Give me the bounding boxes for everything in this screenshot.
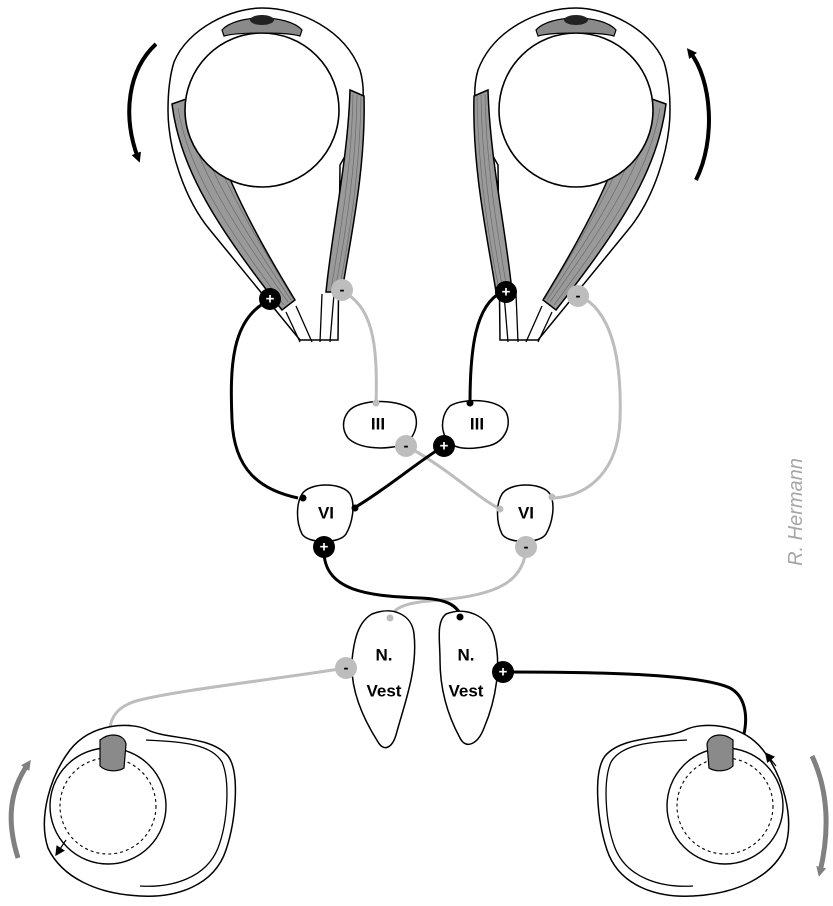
inhibitory-pathway: [110, 668, 346, 738]
curved-arrow-down-icon: [812, 756, 826, 872]
excitatory-synapse-marker: +: [495, 281, 517, 303]
plus-sign: +: [499, 664, 508, 681]
abducens-nucleus-label: VI: [318, 504, 334, 523]
excitatory-synapse-marker: +: [313, 536, 335, 558]
vestibular-nucleus-label: Vest: [449, 682, 484, 701]
vestibular-nucleus-left: N. Vest: [352, 611, 415, 748]
inhibitory-synapse-marker: -: [335, 657, 357, 679]
inhibitory-synapse-marker: -: [515, 536, 537, 558]
curved-arrow-down-icon: [129, 44, 156, 158]
inhibitory-pathway: [555, 295, 620, 498]
minus-sign: -: [404, 438, 409, 455]
vestibular-nucleus-label: Vest: [367, 682, 402, 701]
synapse-terminal: [373, 400, 380, 407]
synapse-terminal: [300, 495, 307, 502]
inhibitory-synapse-marker: -: [395, 435, 417, 457]
plus-sign: +: [440, 438, 449, 455]
inhibitory-pathway: [340, 290, 376, 405]
excitatory-synapse-marker: +: [259, 288, 281, 310]
vestibular-nucleus-label: N.: [458, 646, 475, 665]
minus-sign: -: [576, 288, 581, 305]
oculomotor-nucleus-label: III: [371, 415, 385, 434]
synapse-terminal: [467, 400, 474, 407]
inhibitory-synapse-marker: -: [567, 285, 589, 307]
minus-sign: -: [524, 539, 529, 556]
abducens-nucleus-left: VI: [298, 485, 353, 542]
synapse-terminal: [387, 615, 394, 622]
synapse-terminal: [549, 494, 556, 501]
excitatory-pathway: [324, 548, 462, 618]
author-credit: R. Hermann: [785, 458, 807, 566]
curved-arrow-up-icon: [11, 764, 28, 858]
abducens-nucleus-label: VI: [518, 504, 534, 523]
vestibular-nucleus-label: N.: [376, 646, 393, 665]
plus-sign: +: [320, 539, 329, 556]
vestibular-nucleus-right: N. Vest: [439, 611, 497, 744]
left-semicircular-canal: [44, 725, 235, 896]
excitatory-pathway: [231, 300, 298, 498]
plus-sign: +: [502, 284, 511, 301]
excitatory-pathway: [470, 292, 502, 404]
synapse-terminal: [497, 506, 504, 513]
excitatory-pathway: [354, 446, 444, 508]
right-semicircular-canal: [598, 725, 789, 896]
curved-arrow-up-icon: [690, 52, 709, 180]
inhibitory-pathway: [410, 448, 502, 510]
minus-sign: -: [344, 660, 349, 677]
abducens-nucleus-right: VI: [498, 485, 553, 542]
excitatory-synapse-marker: +: [492, 661, 514, 683]
inhibitory-synapse-marker: -: [331, 279, 353, 301]
oculomotor-nucleus-label: III: [470, 415, 484, 434]
minus-sign: -: [340, 282, 345, 299]
excitatory-synapse-marker: +: [433, 435, 455, 457]
synapse-terminal: [457, 614, 464, 621]
plus-sign: +: [266, 291, 275, 308]
synapse-terminal: [352, 505, 359, 512]
